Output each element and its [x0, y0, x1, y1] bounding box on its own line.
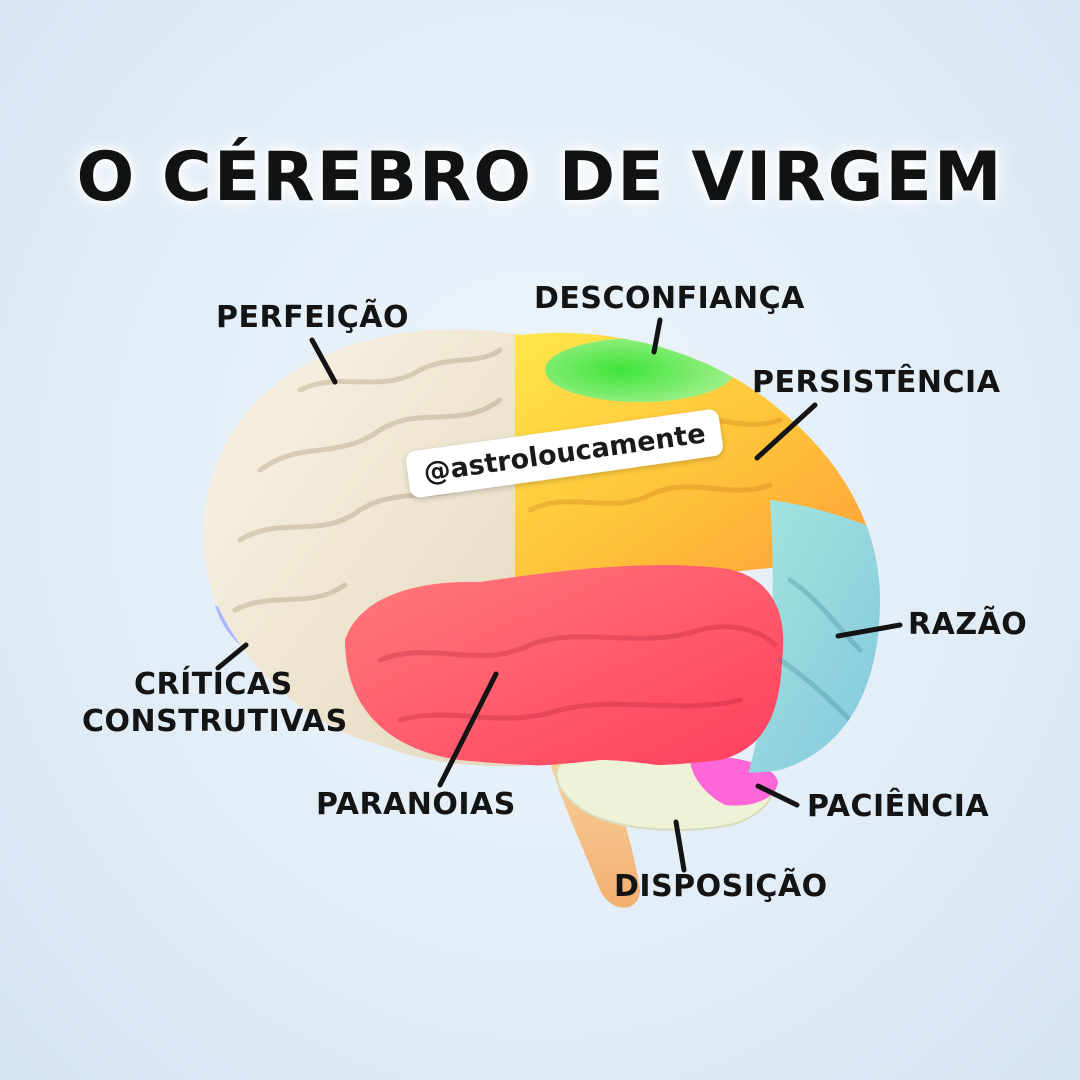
leader-razao — [835, 622, 903, 639]
label-paranoias: PARANOIAS — [316, 787, 516, 822]
label-disposicao: DISPOSIÇÃO — [614, 869, 828, 904]
label-persistencia: PERSISTÊNCIA — [752, 365, 1001, 400]
label-paciencia: PACIÊNCIA — [807, 789, 990, 824]
temporal-region — [345, 565, 784, 767]
label-desconfianca: DESCONFIANÇA — [534, 281, 805, 316]
leader-desconfianca — [651, 317, 663, 355]
leader-persistencia — [754, 402, 818, 461]
leader-disposicao — [673, 819, 687, 873]
label-criticas-line1: CRÍTICAS — [134, 667, 293, 702]
label-razao: RAZÃO — [908, 607, 1028, 642]
page-title: O CÉREBRO DE VIRGEM — [76, 138, 1004, 217]
label-criticas-line2: CONSTRUTIVAS — [82, 704, 348, 739]
label-perfeicao: PERFEIÇÃO — [216, 300, 409, 335]
leader-criticas — [215, 642, 249, 671]
leader-paciencia — [755, 783, 800, 808]
leader-perfeicao — [309, 337, 338, 385]
leader-paranoias — [437, 671, 499, 788]
top-green-region — [545, 338, 735, 402]
